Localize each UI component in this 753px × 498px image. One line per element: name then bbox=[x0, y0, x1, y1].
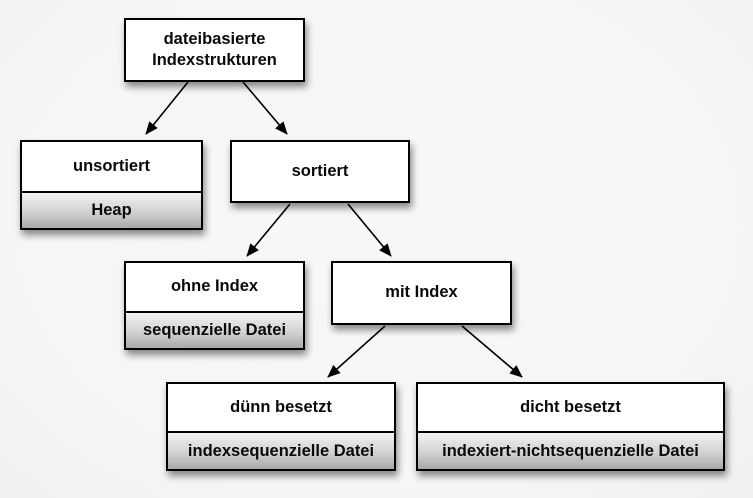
node-sorted-label: sortiert bbox=[291, 161, 349, 180]
arrow-sorted-with-index bbox=[347, 203, 392, 257]
node-unsorted: unsortiert Heap bbox=[20, 140, 203, 230]
node-no-index-label: ohne Index bbox=[170, 277, 259, 296]
node-with-index: mit Index bbox=[331, 261, 512, 325]
arrow-with-index-dense bbox=[461, 325, 523, 378]
node-unsorted-sublabel: Heap bbox=[22, 191, 201, 228]
node-dense: dicht besetzt indexiert-nichtsequenziell… bbox=[416, 382, 725, 471]
node-with-index-label: mit Index bbox=[385, 283, 458, 302]
node-no-index: ohne Index sequenzielle Datei bbox=[124, 261, 305, 350]
node-sparse-sublabel: indexsequenzielle Datei bbox=[168, 431, 394, 469]
node-sparse-label: dünn besetzt bbox=[230, 397, 332, 416]
arrow-root-sorted bbox=[242, 81, 288, 135]
node-sparse: dünn besetzt indexsequenzielle Datei bbox=[166, 382, 396, 471]
node-dense-label: dicht besetzt bbox=[520, 397, 621, 416]
arrow-sorted-no-index bbox=[246, 203, 291, 257]
arrow-root-unsorted bbox=[145, 81, 189, 135]
node-root: dateibasierte Indexstrukturen bbox=[124, 18, 305, 82]
arrow-with-index-sparse bbox=[327, 325, 386, 378]
node-unsorted-label: unsortiert bbox=[72, 156, 150, 175]
node-no-index-sublabel: sequenzielle Datei bbox=[126, 311, 303, 348]
node-root-label: dateibasierte Indexstrukturen bbox=[152, 29, 277, 69]
node-sorted: sortiert bbox=[230, 140, 410, 203]
node-dense-sublabel: indexiert-nichtsequenzielle Datei bbox=[418, 431, 723, 469]
